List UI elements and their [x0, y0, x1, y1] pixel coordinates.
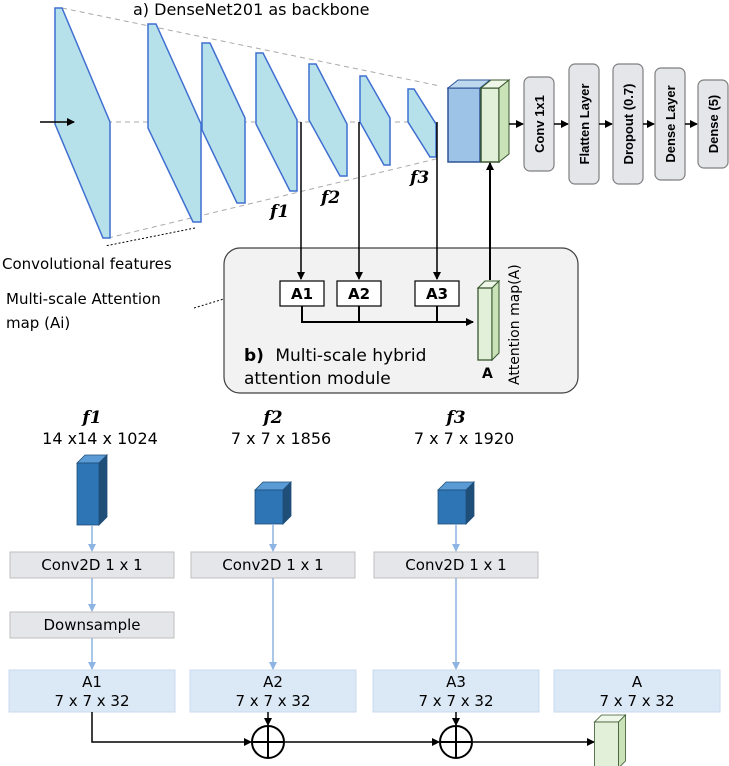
label-f1: f1 — [269, 202, 289, 222]
node-a3-label: A3 — [426, 285, 448, 303]
head-layer-label: Dense Layer — [663, 85, 678, 162]
op-box — [9, 551, 175, 579]
head-layer-1: Conv 1x1 — [523, 76, 555, 172]
output-box — [189, 669, 357, 713]
node-a2-label: A2 — [348, 285, 370, 303]
output-label: A3 — [446, 673, 466, 691]
head-layer-label: Dropout (0.7) — [621, 84, 636, 165]
conv-plate-3 — [201, 42, 246, 204]
feature-block-green — [480, 87, 500, 163]
attention-output-label: A — [482, 366, 493, 382]
ms-attention-line-2: map (Ai) — [6, 314, 70, 332]
backbone-layers — [54, 7, 437, 239]
feature-cube-1 — [76, 454, 108, 526]
attention-map-label: Attention map(A) — [507, 264, 523, 385]
op-label: Downsample — [43, 616, 140, 634]
output-label: A2 — [263, 673, 283, 691]
output-shape: 7 x 7 x 32 — [419, 692, 494, 710]
node-a1-label: A1 — [291, 285, 313, 303]
conv-plate-2 — [147, 23, 202, 223]
module-prefix: b) — [244, 346, 264, 366]
node-a3 — [414, 280, 460, 307]
feature-cube-2 — [254, 481, 292, 525]
head-layer-label: Conv 1x1 — [532, 95, 547, 153]
op-label: Conv2D 1 x 1 — [405, 556, 506, 574]
op-box — [373, 551, 539, 579]
conv-plate-7 — [407, 88, 437, 158]
branch-feature-label: f3 — [445, 408, 465, 428]
label-f2: f2 — [320, 188, 340, 208]
head-layer-label: Dense (5) — [706, 95, 721, 154]
label-f3: f3 — [409, 168, 429, 188]
conv-plate-1 — [54, 7, 111, 239]
node-a2 — [336, 280, 382, 307]
branch-feature-label: f2 — [262, 408, 282, 428]
output-box — [553, 669, 721, 713]
final-attention-cube — [593, 714, 627, 766]
head-layer-3: Dropout (0.7) — [612, 63, 644, 185]
final-output: A7 x 7 x 32 — [553, 669, 721, 713]
output-label: A1 — [82, 673, 102, 691]
branch-shape-label: 7 x 7 x 1856 — [231, 429, 331, 448]
output-box — [372, 669, 540, 713]
attention-map-block — [477, 287, 493, 361]
branch-shape-label: 14 x14 x 1024 — [42, 429, 158, 448]
module-title: b) Multi-scale hybrid attention module — [244, 346, 432, 389]
head-layer-2: Flatten Layer — [568, 63, 600, 185]
output-shape: 7 x 7 x 32 — [55, 692, 130, 710]
conv-plate-6 — [359, 75, 391, 166]
sum-path — [91, 712, 595, 759]
op-box — [190, 551, 356, 579]
feature-cube-3 — [437, 481, 475, 525]
branch-shape-label: 7 x 7 x 1920 — [414, 429, 514, 448]
op-label: Conv2D 1 x 1 — [222, 556, 323, 574]
classifier-head: Conv 1x1 Flatten Layer Dropout (0.7) Dense … — [509, 63, 729, 185]
ms-attention-label: Multi-scale Attention map (Ai) — [6, 290, 166, 332]
conv-plate-4 — [255, 52, 298, 192]
final-output-label: A — [632, 673, 643, 691]
module-title-line-1: Multi-scale hybrid — [275, 346, 426, 366]
ms-attention-line-1: Multi-scale Attention — [6, 290, 161, 308]
branch-feature-label: f1 — [81, 408, 101, 428]
op-label: Conv2D 1 x 1 — [41, 556, 142, 574]
conv-features-label: Convolutional features — [2, 255, 172, 273]
final-output-shape: 7 x 7 x 32 — [600, 692, 675, 710]
conv-plate-5 — [308, 63, 348, 177]
head-layer-label: Flatten Layer — [577, 84, 592, 165]
op-box — [9, 611, 175, 639]
output-shape: 7 x 7 x 32 — [236, 692, 311, 710]
sum-node-2 — [439, 725, 473, 759]
backbone-title: a) DenseNet201 as backbone — [133, 0, 370, 19]
feature-block-blue — [447, 87, 481, 163]
head-layer-5: Dense (5) — [697, 79, 729, 169]
module-title-line-2: attention module — [244, 369, 391, 389]
sum-node-1 — [251, 725, 285, 759]
head-layer-4: Dense Layer — [654, 67, 686, 181]
